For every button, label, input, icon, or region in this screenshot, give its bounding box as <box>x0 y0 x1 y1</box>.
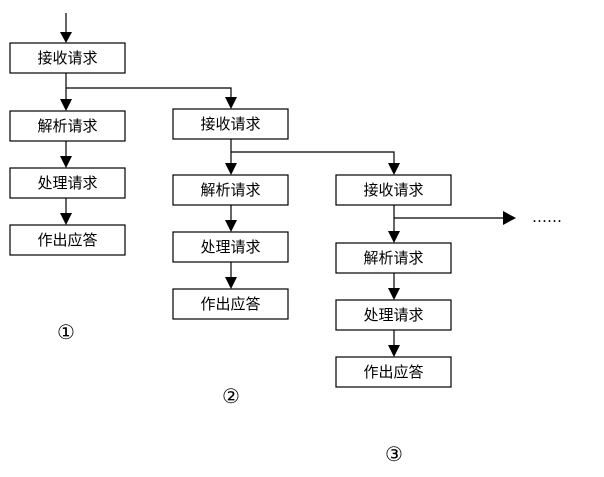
flow-2: 接收请求 解析请求 处理请求 作出应答 ② <box>172 108 289 408</box>
flow-1-step-parse-box: 解析请求 <box>9 110 126 142</box>
flow-3-step-receive-box: 接收请求 <box>335 174 452 206</box>
flow-1: 接收请求 解析请求 处理请求 作出应答 ① <box>9 13 126 344</box>
flow-1-step-respond-label: 作出应答 <box>37 231 97 249</box>
flow-3-step-respond-label: 作出应答 <box>363 363 423 381</box>
flow-3-step-process-box: 处理请求 <box>335 299 452 331</box>
branch-1-to-2-line <box>66 87 232 97</box>
continuation-arrowhead <box>503 211 516 225</box>
flow-2-marker: ② <box>222 384 240 408</box>
flow-2-arrowhead-1 <box>225 163 237 175</box>
flow-2-step-process-box: 处理请求 <box>172 231 289 263</box>
flow-1-step-parse-label: 解析请求 <box>37 117 97 135</box>
flow-1-marker: ① <box>57 320 75 344</box>
flow-3-arrowhead-3 <box>388 345 400 357</box>
continuation-ellipsis: …… <box>532 208 562 226</box>
flow-2-step-parse-box: 解析请求 <box>172 174 289 206</box>
flow-1-step-receive-label: 接收请求 <box>37 49 97 67</box>
flow-3-arrowhead-1 <box>388 231 400 243</box>
flow-2-step-receive-label: 接收请求 <box>200 115 260 133</box>
flow-1-arrowhead-1 <box>60 99 72 111</box>
flow-1-step-process-box: 处理请求 <box>9 167 126 199</box>
flow-3-step-respond-box: 作出应答 <box>335 356 452 388</box>
flow-2-step-respond-label: 作出应答 <box>200 295 260 313</box>
flow-3-arrowhead-2 <box>388 288 400 300</box>
flow-2-step-respond-box: 作出应答 <box>172 288 289 320</box>
flow-3-step-parse-label: 解析请求 <box>363 249 423 267</box>
flow-2-step-parse-label: 解析请求 <box>200 181 260 199</box>
flow-1-step-respond-box: 作出应答 <box>9 224 126 256</box>
flow-2-arrowhead-3 <box>225 277 237 289</box>
entry-arrowhead <box>60 32 72 43</box>
flow-3: 接收请求 解析请求 处理请求 作出应答 ③ <box>335 174 452 466</box>
branch-2-to-3-arrowhead <box>388 163 400 175</box>
branch-2-to-3-line <box>231 151 395 163</box>
flow-1-step-process-label: 处理请求 <box>37 174 97 192</box>
flow-1-arrowhead-2 <box>60 156 72 168</box>
flow-3-marker: ③ <box>385 442 403 466</box>
flow-2-step-process-label: 处理请求 <box>200 238 260 256</box>
flow-3-step-process-label: 处理请求 <box>363 306 423 324</box>
flow-2-arrowhead-2 <box>225 220 237 232</box>
branch-1-to-2-arrowhead <box>225 97 237 109</box>
flow-3-step-parse-box: 解析请求 <box>335 242 452 274</box>
flow-2-step-receive-box: 接收请求 <box>172 108 289 140</box>
flow-1-arrowhead-3 <box>60 213 72 225</box>
flow-1-step-receive-box: 接收请求 <box>9 42 126 74</box>
flow-3-step-receive-label: 接收请求 <box>363 181 423 199</box>
